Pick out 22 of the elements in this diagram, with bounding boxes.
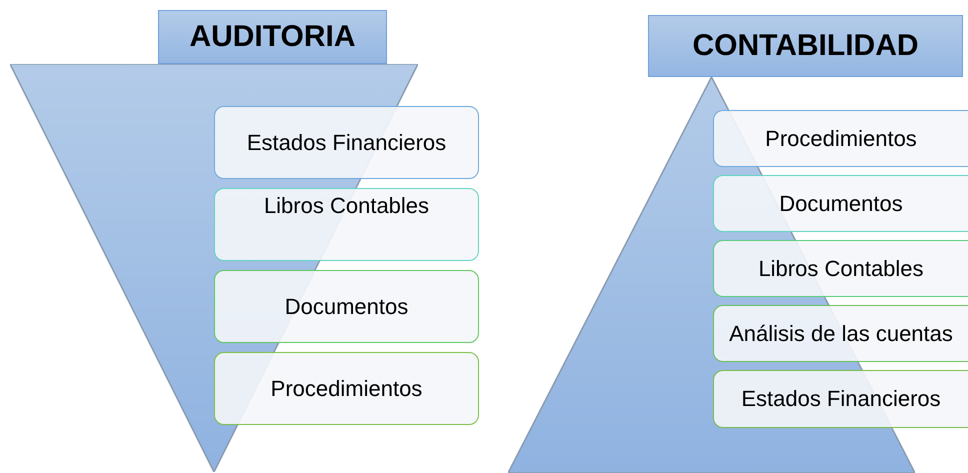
item-label: Procedimientos — [764, 126, 918, 152]
heading-text: AUDITORIA — [189, 22, 356, 52]
item-label: Análisis de las cuentas — [728, 320, 954, 346]
item-box — [214, 106, 479, 179]
item-box — [713, 370, 968, 428]
item-box — [713, 175, 968, 232]
item-box — [214, 270, 479, 343]
item-label: Documentos — [284, 294, 410, 320]
title-box — [158, 10, 387, 64]
heading-text: CONTABILIDAD — [692, 31, 919, 61]
item-box — [713, 240, 968, 297]
item-label: Libros Contables — [262, 193, 430, 218]
item-label: Estados Financieros — [246, 130, 448, 156]
item-box — [713, 305, 968, 362]
item-box — [713, 110, 968, 167]
item-box — [214, 352, 479, 425]
item-label: Documentos — [778, 190, 904, 216]
item-label: Estados Financieros — [740, 386, 942, 412]
item-label: Procedimientos — [270, 376, 424, 402]
item-label: Libros Contables — [757, 256, 925, 282]
item-box — [214, 188, 479, 261]
title-box — [648, 15, 963, 77]
